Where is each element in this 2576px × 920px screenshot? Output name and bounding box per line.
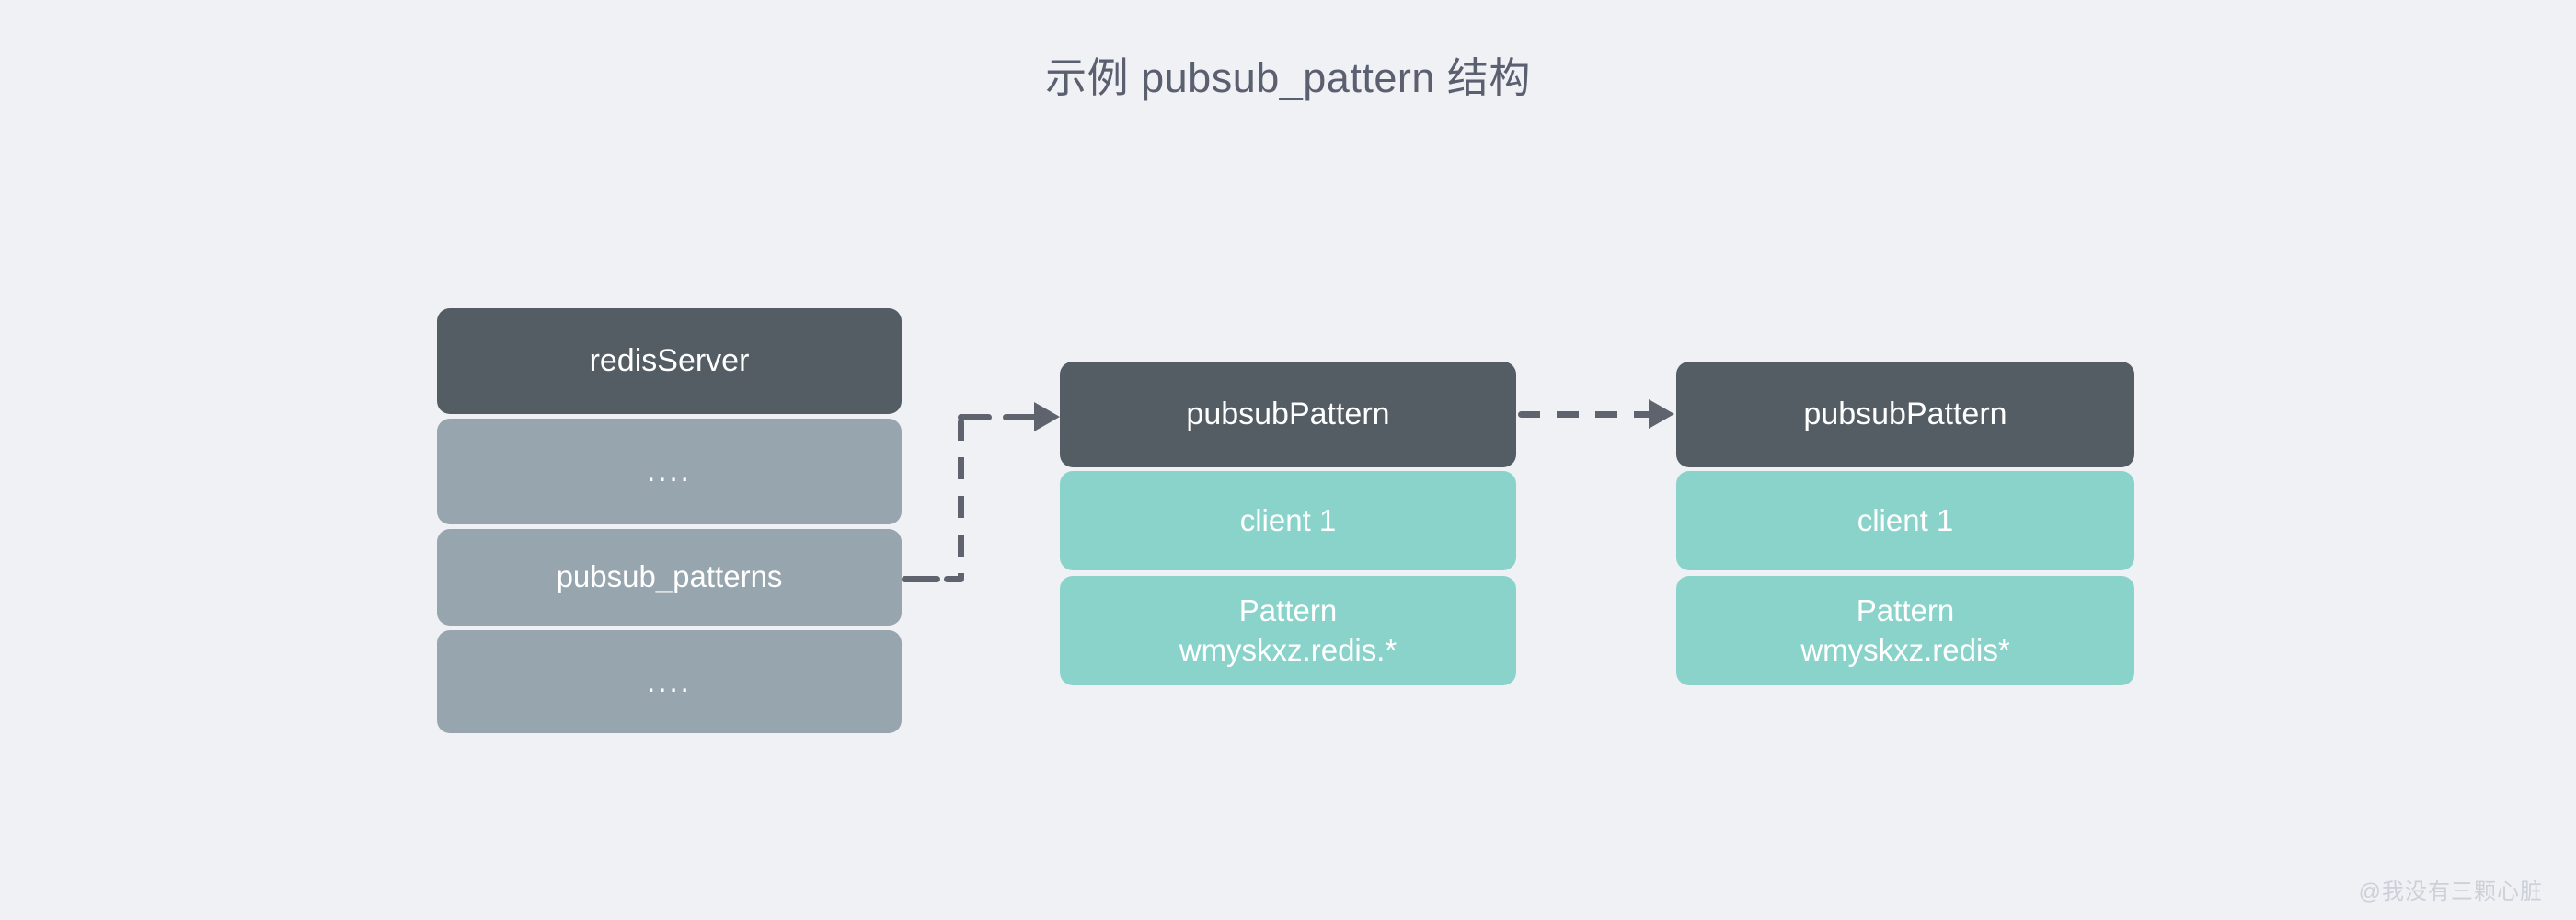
redis-server-row-pubsub-patterns: pubsub_patterns — [437, 529, 902, 626]
redis-server-row-ellipsis-top: .... — [437, 419, 902, 524]
pubsub-pattern-1-row-pattern: Pattern wmyskxz.redis.* — [1060, 576, 1516, 685]
pubsub-pattern-1-row-client: client 1 — [1060, 471, 1516, 570]
watermark: @我没有三颗心脏 — [2358, 880, 2543, 904]
connector-segment-dashed — [1518, 411, 1651, 418]
connector-segment-horizontal-lower — [944, 576, 964, 582]
redis-server-row-ellipsis-bottom: .... — [437, 630, 902, 733]
pubsub-pattern-2-header: pubsubPattern — [1676, 362, 2134, 467]
pubsub-pattern-1-header: pubsubPattern — [1060, 362, 1516, 467]
connector-segment-vertical — [958, 419, 964, 581]
pubsub-pattern-2-row-client: client 1 — [1676, 471, 2134, 570]
node-redis-server: redisServer .... pubsub_patterns .... — [437, 308, 902, 733]
connector-segment-corner-top — [958, 414, 992, 420]
arrow-head-icon — [1649, 399, 1674, 429]
pubsub-pattern-2-row-pattern: Pattern wmyskxz.redis* — [1676, 576, 2134, 685]
page-title: 示例 pubsub_pattern 结构 — [1045, 54, 1531, 101]
redis-server-header: redisServer — [437, 308, 902, 414]
node-pubsub-pattern-2: pubsubPattern client 1 Pattern wmyskxz.r… — [1676, 362, 2134, 685]
connector-segment-stub — [902, 576, 940, 582]
node-pubsub-pattern-1: pubsubPattern client 1 Pattern wmyskxz.r… — [1060, 362, 1516, 685]
connector-segment-horizontal-upper — [1003, 414, 1040, 420]
arrow-head-icon — [1034, 402, 1060, 431]
